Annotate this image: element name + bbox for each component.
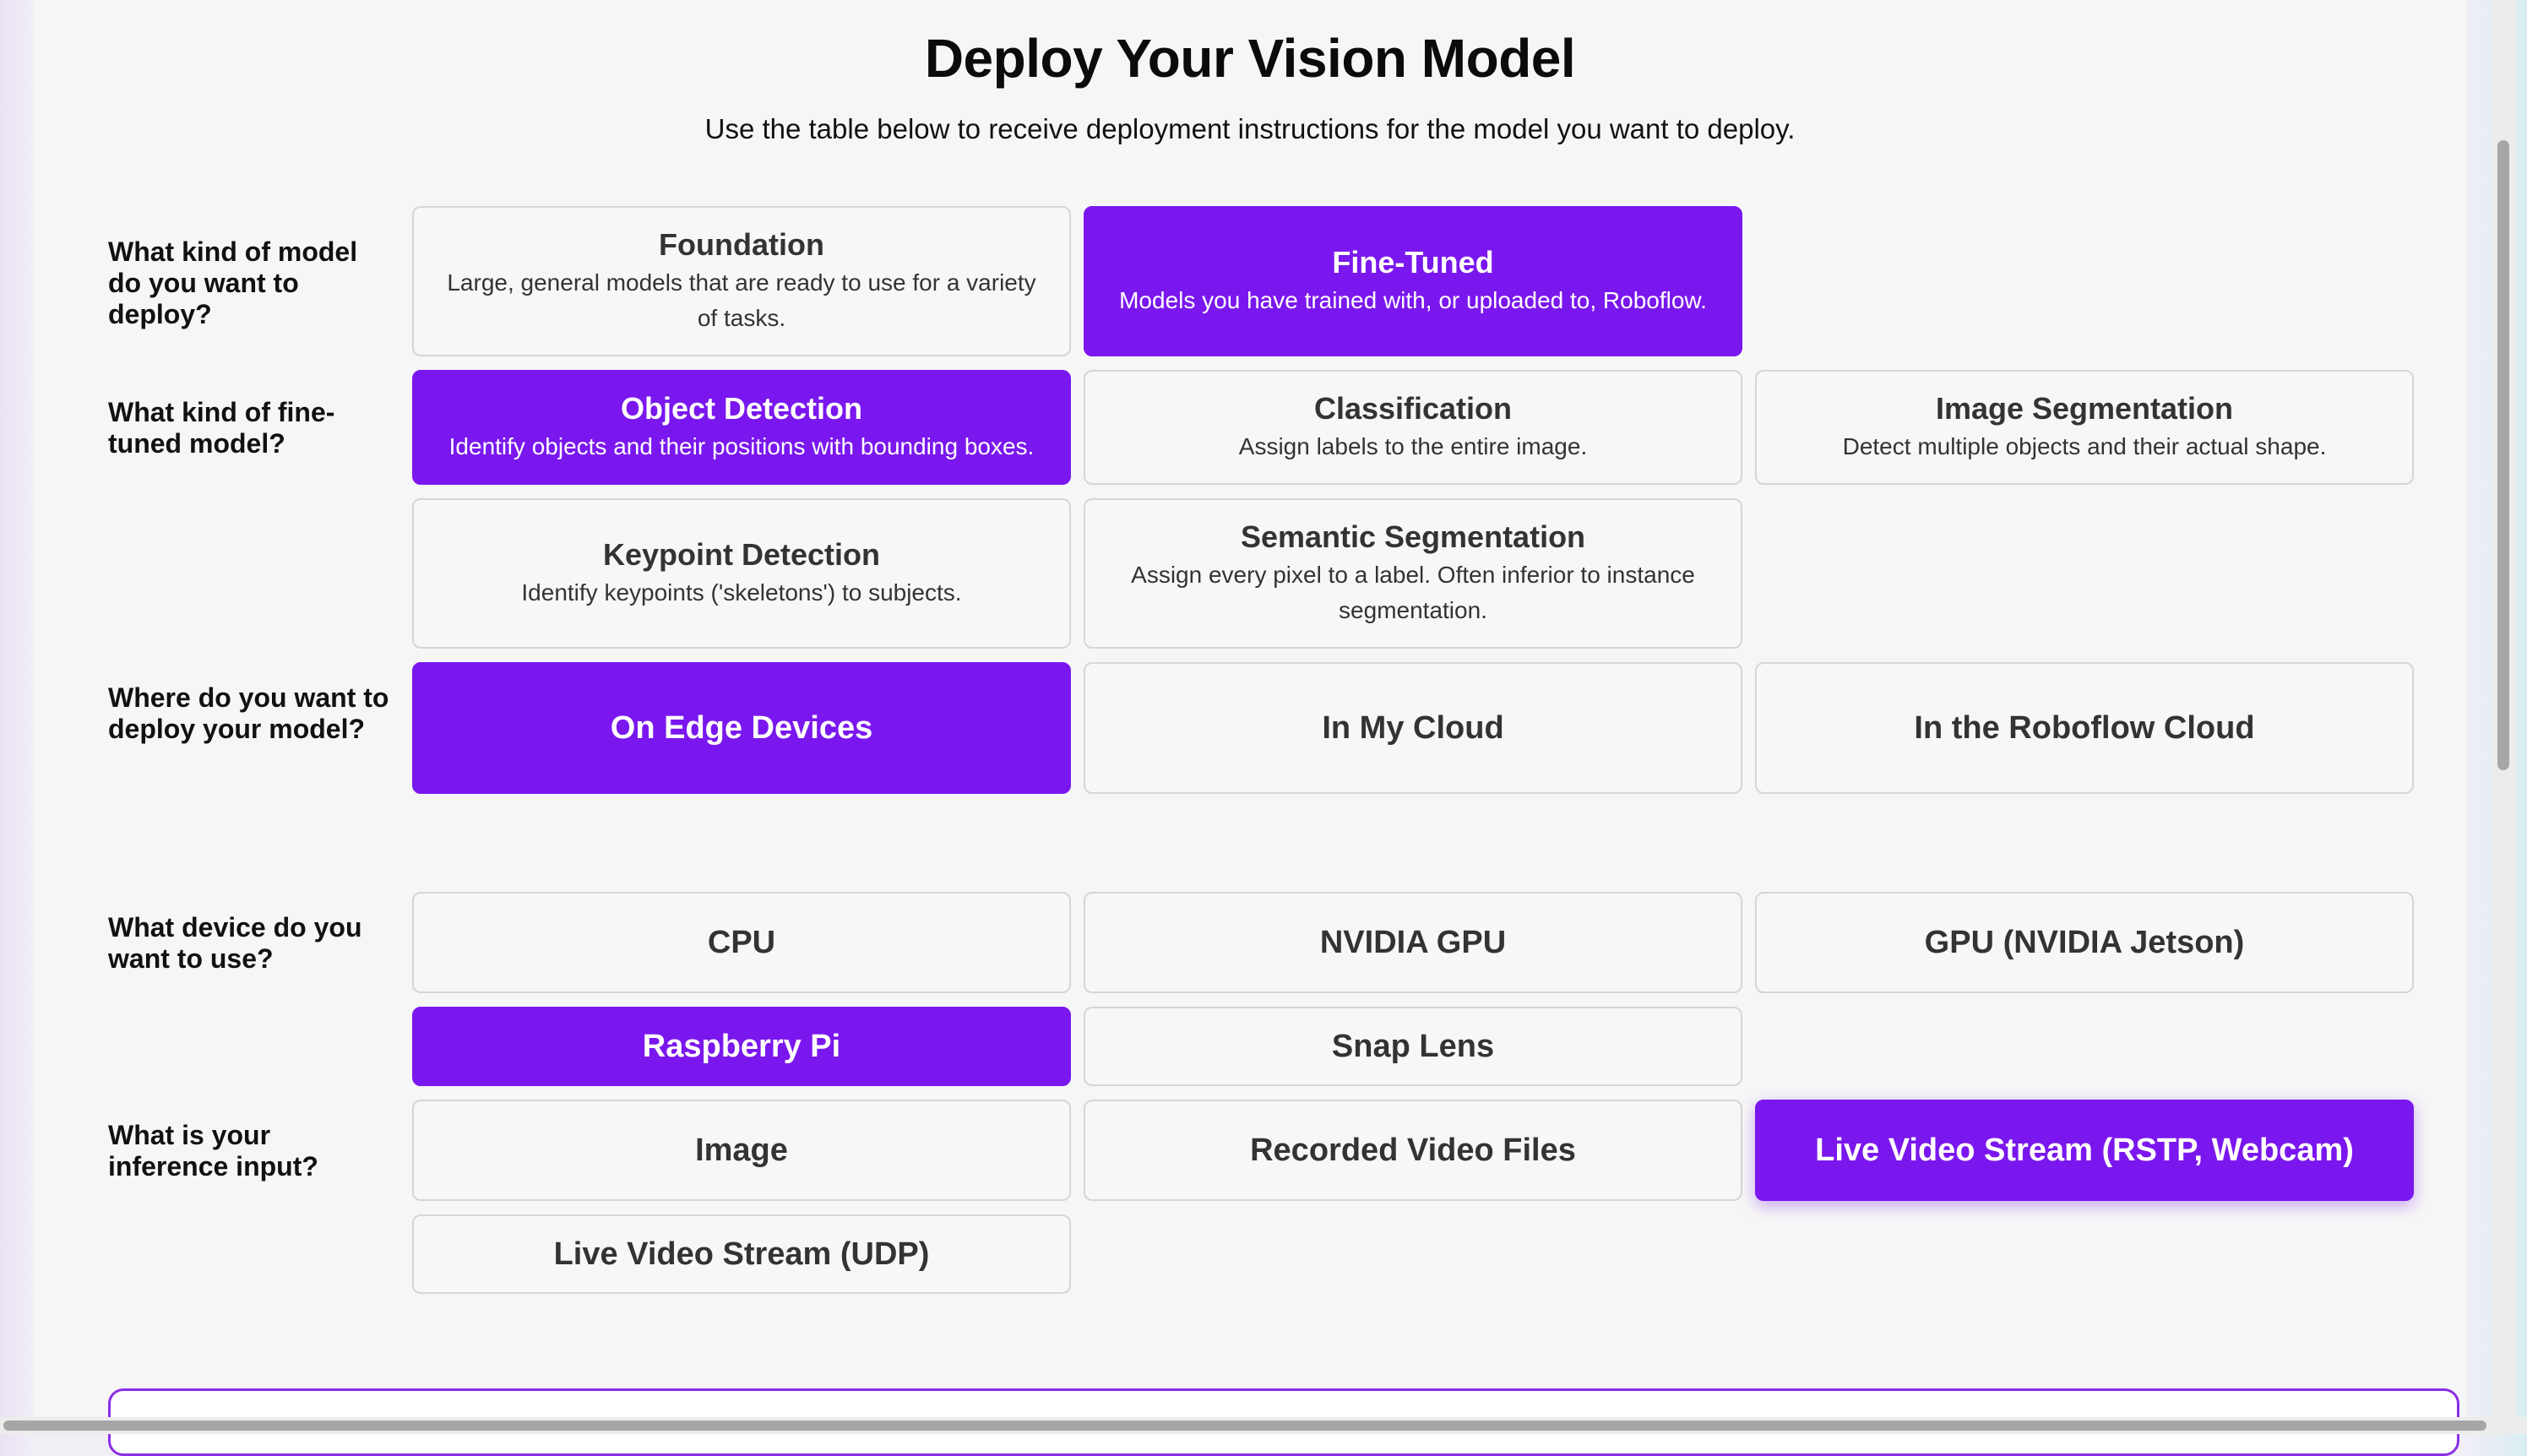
page-title: Deploy Your Vision Model	[924, 28, 1576, 89]
option-fine-tuned-desc: Models you have trained with, or uploade…	[1119, 287, 1707, 313]
option-recorded-video-files[interactable]: Recorded Video Files	[1084, 1100, 1742, 1201]
option-foundation-desc: Large, general models that are ready to …	[447, 269, 1036, 331]
option-raspberry-pi[interactable]: Raspberry Pi	[412, 1007, 1071, 1086]
option-roboflow-cloud[interactable]: In the Roboflow Cloud	[1755, 662, 2414, 794]
question-inference-input: What is your inference input?	[108, 1120, 318, 1182]
option-keypoint-detection[interactable]: Keypoint Detection Identify keypoints ('…	[412, 498, 1071, 649]
option-snap-lens[interactable]: Snap Lens	[1084, 1007, 1742, 1086]
deploy-page: Deploy Your Vision Model Use the table b…	[34, 0, 2466, 1456]
option-foundation-title: Foundation	[659, 227, 824, 262]
option-live-video-rstp[interactable]: Live Video Stream (RSTP, Webcam)	[1755, 1100, 2414, 1201]
option-image-segmentation-title: Image Segmentation	[1935, 391, 2234, 426]
option-cpu-title: CPU	[707, 925, 776, 960]
option-image[interactable]: Image	[412, 1100, 1071, 1201]
option-object-detection-desc: Identify objects and their positions wit…	[448, 433, 1035, 459]
option-keypoint-detection-title: Keypoint Detection	[602, 537, 881, 572]
option-nvidia-gpu[interactable]: NVIDIA GPU	[1084, 892, 1742, 993]
option-cpu[interactable]: CPU	[412, 892, 1071, 993]
question-finetuned-kind: What kind of fine-tuned model?	[108, 397, 335, 459]
option-live-video-udp-title: Live Video Stream (UDP)	[553, 1236, 930, 1272]
option-semantic-segmentation-title: Semantic Segmentation	[1240, 519, 1586, 554]
option-foundation[interactable]: Foundation Large, general models that ar…	[412, 206, 1071, 356]
option-live-video-udp[interactable]: Live Video Stream (UDP)	[412, 1214, 1071, 1294]
option-on-edge-devices[interactable]: On Edge Devices	[412, 662, 1071, 794]
option-in-my-cloud-title: In My Cloud	[1322, 710, 1504, 746]
option-semantic-segmentation[interactable]: Semantic Segmentation Assign every pixel…	[1084, 498, 1742, 649]
option-classification-desc: Assign labels to the entire image.	[1238, 433, 1588, 459]
option-image-segmentation-desc: Detect multiple objects and their actual…	[1842, 433, 2327, 459]
question-device: What device do you want to use?	[108, 912, 362, 974]
option-nvidia-gpu-title: NVIDIA GPU	[1319, 925, 1507, 960]
option-image-segmentation[interactable]: Image Segmentation Detect multiple objec…	[1755, 370, 2414, 485]
option-fine-tuned-title: Fine-Tuned	[1332, 245, 1494, 280]
question-model-kind: What kind of model do you want to deploy…	[108, 236, 358, 329]
option-object-detection-title: Object Detection	[620, 391, 863, 426]
vertical-scrollbar[interactable]	[2492, 0, 2515, 1417]
option-fine-tuned[interactable]: Fine-Tuned Models you have trained with,…	[1084, 206, 1742, 356]
option-roboflow-cloud-title: In the Roboflow Cloud	[1914, 710, 2255, 746]
option-recorded-video-files-title: Recorded Video Files	[1250, 1133, 1576, 1168]
option-nvidia-jetson[interactable]: GPU (NVIDIA Jetson)	[1755, 892, 2414, 993]
option-on-edge-devices-title: On Edge Devices	[610, 710, 873, 746]
option-image-title: Image	[695, 1133, 788, 1168]
option-in-my-cloud[interactable]: In My Cloud	[1084, 662, 1742, 794]
question-deploy-where: Where do you want to deploy your model?	[108, 682, 389, 744]
option-nvidia-jetson-title: GPU (NVIDIA Jetson)	[1924, 925, 2245, 960]
option-object-detection[interactable]: Object Detection Identify objects and th…	[412, 370, 1071, 485]
option-raspberry-pi-title: Raspberry Pi	[642, 1029, 841, 1064]
option-classification-title: Classification	[1313, 391, 1513, 426]
vertical-scrollbar-thumb[interactable]	[2497, 140, 2509, 770]
horizontal-scrollbar-thumb[interactable]	[3, 1421, 2486, 1431]
option-live-video-rstp-title: Live Video Stream (RSTP, Webcam)	[1815, 1133, 2354, 1168]
option-snap-lens-title: Snap Lens	[1331, 1029, 1495, 1064]
page-subtitle: Use the table below to receive deploymen…	[704, 113, 1796, 144]
option-keypoint-detection-desc: Identify keypoints ('skeletons') to subj…	[521, 579, 962, 606]
option-semantic-segmentation-desc: Assign every pixel to a label. Often inf…	[1131, 562, 1695, 623]
horizontal-scrollbar[interactable]	[0, 1417, 2527, 1434]
option-classification[interactable]: Classification Assign labels to the enti…	[1084, 370, 1742, 485]
